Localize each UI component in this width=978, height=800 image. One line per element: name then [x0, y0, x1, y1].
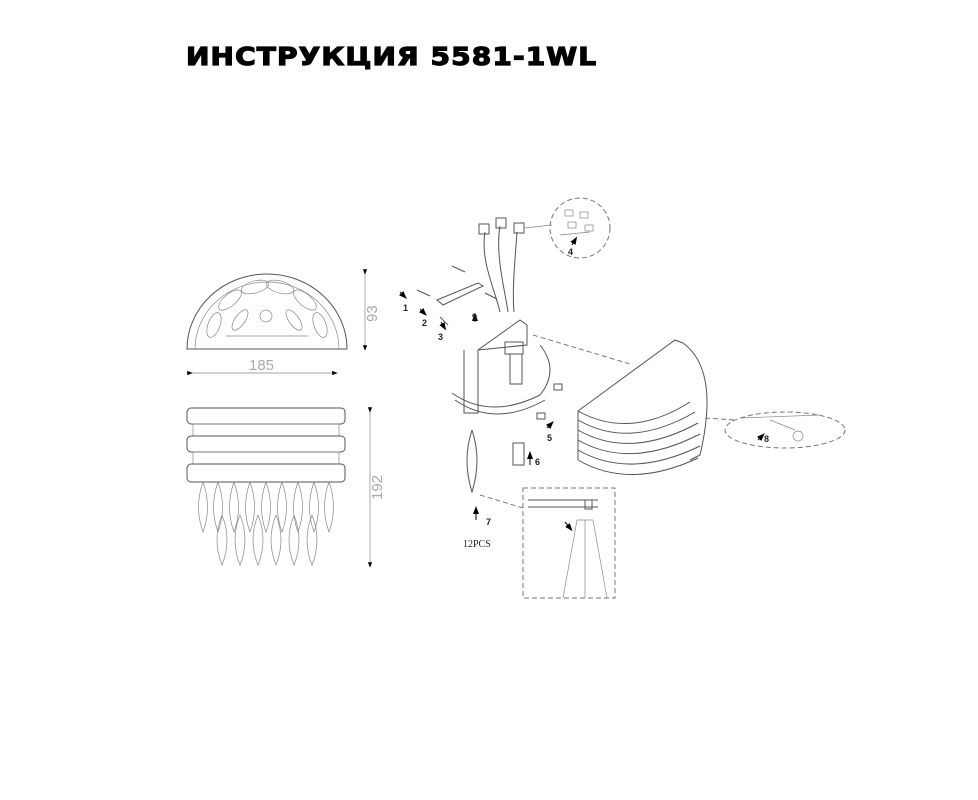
crystal-drop: [216, 514, 228, 566]
callout-6: 6: [535, 457, 540, 467]
exploded-view: 1 2 3 4 5 6 7 8 9 12PCS: [399, 197, 846, 599]
callout-3: 3: [438, 332, 443, 342]
depth-dimension: 93: [362, 269, 381, 351]
crystal-drop: [293, 481, 303, 534]
crystal-drop: [324, 481, 334, 534]
callout-9: 9: [472, 312, 477, 322]
crystal-quantity-label: 12PCS: [463, 539, 491, 550]
shade-drawing: [577, 339, 708, 475]
crystal-drop: [252, 514, 264, 566]
crystal-drop: [270, 514, 282, 566]
crystal-drop: [306, 514, 318, 566]
callout-4: 4: [568, 247, 573, 257]
crystal-drop: [261, 481, 271, 534]
shade-detail-circle: [724, 411, 846, 449]
crystal-drop: [198, 481, 208, 534]
depth-label: 93: [364, 305, 381, 322]
callout-labels: 1 2 3 4 5 6 7 8 9: [403, 247, 769, 527]
crystal-drop: [229, 481, 239, 534]
height-label: 192: [369, 475, 386, 500]
top-view-drawing: [186, 273, 348, 350]
crystal-drop: [234, 514, 246, 566]
width-dimension: 185: [187, 357, 338, 376]
page-title: ИНСТРУКЦИЯ 5581-1WL: [185, 41, 598, 71]
front-view-drawing: [186, 407, 346, 566]
callout-5: 5: [547, 433, 552, 443]
crystal-drop: [213, 481, 223, 534]
height-dimension: 192: [367, 407, 386, 568]
callout-8: 8: [764, 434, 769, 444]
width-label: 185: [249, 357, 274, 374]
callout-1: 1: [403, 303, 408, 313]
wiring-detail-circle: [549, 197, 611, 259]
crystal-drop: [288, 514, 300, 566]
callout-2: 2: [422, 318, 427, 328]
crystal-detail-box: [522, 487, 616, 599]
crystal-drop: [277, 481, 287, 534]
crystal-drop: [309, 481, 319, 534]
crystal-drop: [245, 481, 255, 534]
callout-7: 7: [486, 517, 491, 527]
